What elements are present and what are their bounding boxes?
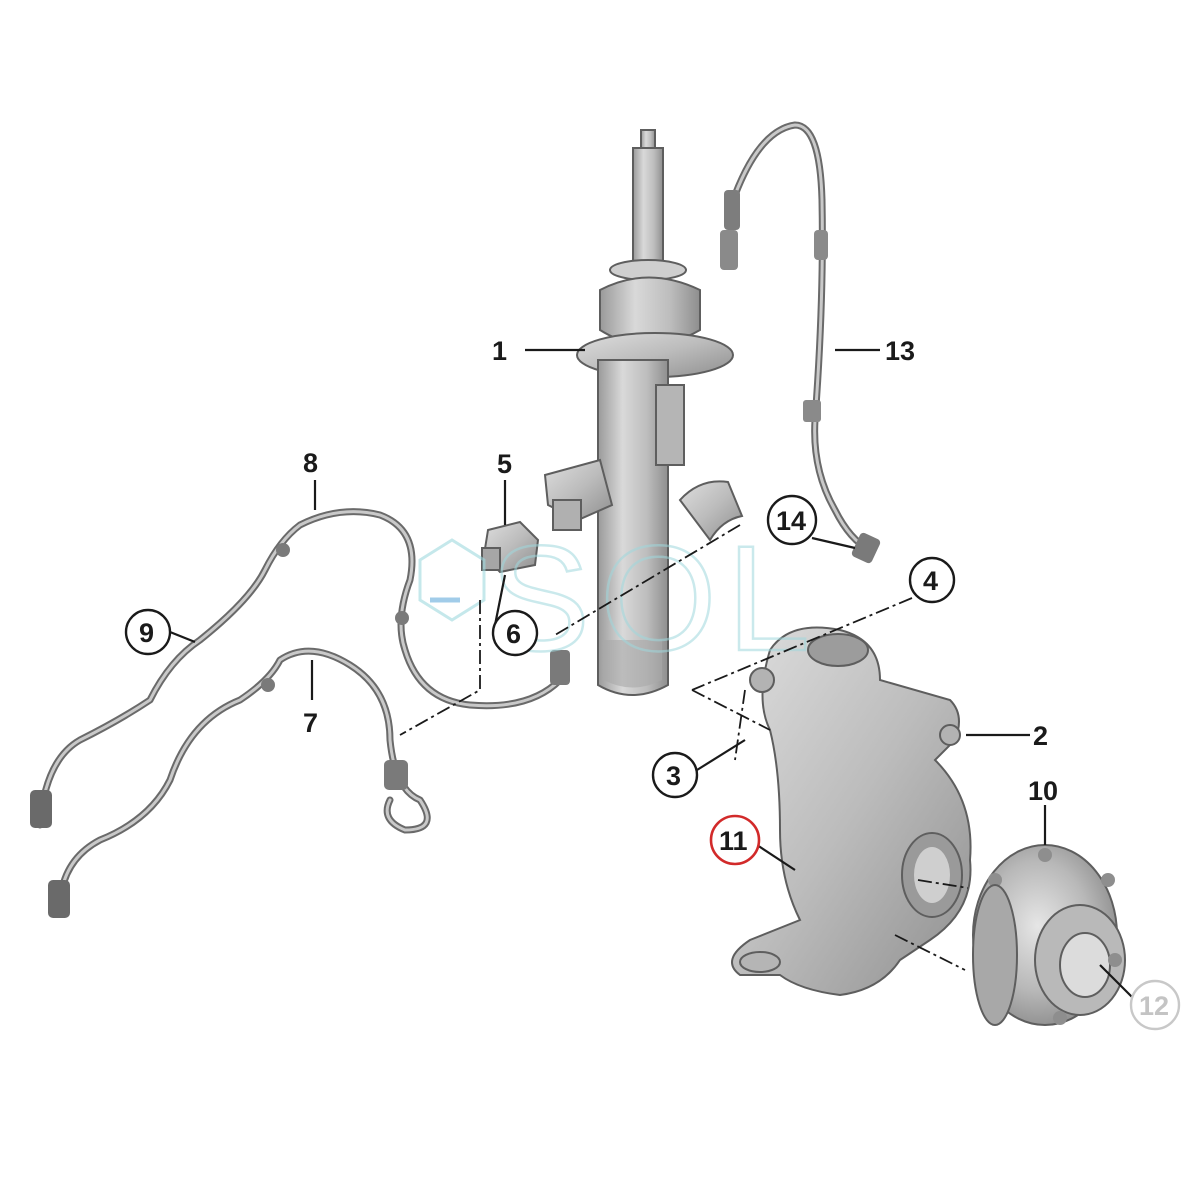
assembly-lines — [399, 524, 969, 971]
callout-2[interactable]: 2 — [1033, 721, 1048, 751]
steering-knuckle — [731, 626, 972, 997]
callouts: 1 2 3 4 5 6 7 8 9 10 11 12 13 14 — [124, 336, 1181, 1031]
callout-14-circle — [766, 494, 818, 546]
watermark: SOL — [418, 513, 820, 683]
callout-4[interactable]: 4 — [923, 566, 938, 596]
callout-1[interactable]: 1 — [492, 336, 507, 366]
watermark-text: SOL — [490, 514, 820, 682]
callout-14[interactable]: 14 — [776, 506, 806, 536]
callout-4-circle — [908, 556, 956, 604]
callout-12-circle — [1129, 979, 1181, 1031]
callout-3-circle — [651, 751, 699, 799]
callout-8[interactable]: 8 — [303, 448, 318, 478]
sensor-bracket-5 — [481, 520, 540, 574]
wheel-hub-bearing — [972, 844, 1126, 1026]
brake-wear-sensor-harness-8 — [30, 508, 570, 829]
wheel-speed-sensor-cable — [720, 121, 881, 564]
callout-11[interactable]: 11 — [719, 826, 748, 856]
callout-3[interactable]: 3 — [666, 761, 681, 791]
callout-10[interactable]: 10 — [1028, 776, 1058, 806]
callout-9[interactable]: 9 — [139, 618, 154, 648]
callout-5[interactable]: 5 — [497, 449, 512, 479]
callout-7[interactable]: 7 — [303, 708, 318, 738]
callout-12[interactable]: 12 — [1139, 991, 1169, 1021]
callout-6[interactable]: 6 — [506, 619, 521, 649]
callout-13[interactable]: 13 — [885, 336, 915, 366]
shock-absorber-strut — [543, 129, 744, 696]
brake-wear-sensor-harness-7 — [48, 647, 431, 918]
callout-11-circle — [709, 814, 761, 866]
callout-9-circle — [124, 608, 172, 656]
callout-6-circle — [491, 609, 539, 657]
